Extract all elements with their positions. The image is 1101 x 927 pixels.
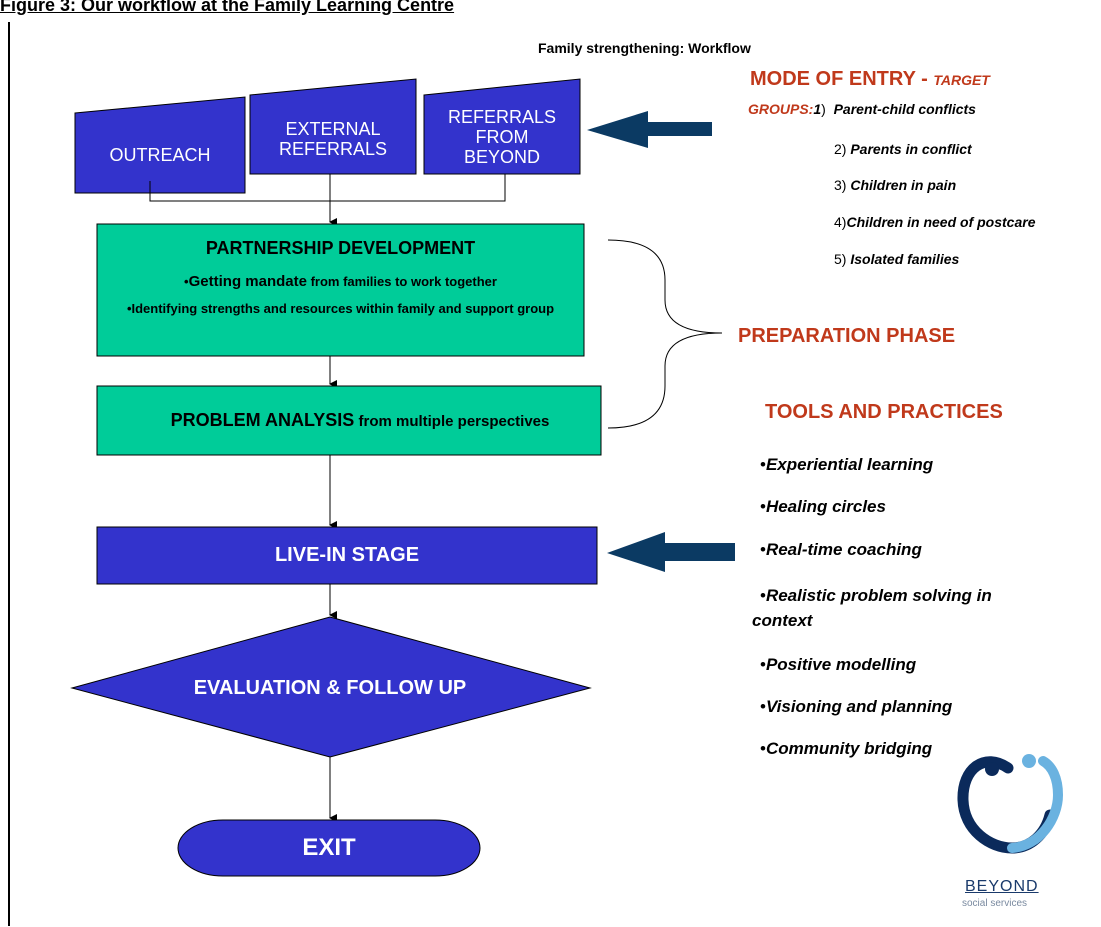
group-4: 4)Children in need of postcare [834,214,1035,230]
exit-label: EXIT [178,820,480,876]
outreach-box [74,96,246,194]
preparation-phase-label: PREPARATION PHASE [738,325,956,347]
group-num: 5) [834,251,851,267]
beyond-line-1: REFERRALS [447,107,557,127]
bullet: • [760,540,766,559]
group-1-text: Parent-child conflicts [833,101,976,117]
bullet: • [760,739,766,758]
groups-label: GROUPS: [748,101,814,117]
problem-box [96,385,602,456]
group-num: 2) [834,141,851,157]
live-in-box [96,526,598,585]
mode-of-entry-title: MODE OF ENTRY - TARGET [750,68,990,91]
tools-title: TOOLS AND PRACTICES [765,401,1003,423]
exit-text: EXIT [302,834,356,861]
group-5: 5) Isolated families [834,251,959,267]
exit-terminator [177,819,481,877]
external-line-2: REFERRALS [278,139,388,159]
evaluation-text: EVALUATION & FOLLOW UP [193,676,467,699]
bullet: • [184,274,189,289]
tool-item: •Real-time coaching [760,538,922,562]
tool-text: context [752,611,813,630]
beyond-line-3: BEYOND [463,147,541,167]
tool-item: •Healing circles [760,495,886,519]
partnership-box [96,223,585,357]
evaluation-label: EVALUATION & FOLLOW UP [100,666,560,710]
partnership-line-1-bold: Getting mandate [188,273,307,290]
problem-title: PROBLEM ANALYSIS [170,410,355,430]
groups-line: GROUPS:1) Parent-child conflicts [748,101,976,117]
bullet: • [760,455,766,474]
group-3: 3) Children in pain [834,177,956,193]
tool-text: Positive modelling [765,655,917,674]
tool-text: Visioning and planning [765,697,953,716]
referrals-from-beyond-label: REFERRALS FROM BEYOND [424,107,580,173]
problem-text: PROBLEM ANALYSIS from multiple perspecti… [171,408,550,434]
outreach-text: OUTREACH [109,145,211,165]
entry-connector [149,174,506,202]
group-num: 4) [834,214,847,230]
tool-item: •Experiential learning [760,453,933,477]
external-line-1: EXTERNAL [285,119,381,139]
preparation-brace [607,239,723,429]
workflow-title: Family strengthening: Workflow [538,40,751,56]
tool-text: Realistic problem solving in [765,586,992,605]
mode-of-entry-arrow [587,111,712,148]
group-text: Parents in conflict [850,141,972,157]
bullet: • [760,655,766,674]
logo-subtitle: social services [962,898,1028,909]
tool-item: •Visioning and planning [760,695,952,719]
group-1-num: 1 [813,101,822,117]
frame-border [8,22,10,926]
referrals-from-beyond-box [423,78,581,175]
outreach-label: OUTREACH [75,135,245,175]
group-num: 3) [834,177,851,193]
partnership-title: PARTNERSHIP DEVELOPMENT [205,238,476,258]
live-in-label: LIVE-IN STAGE [97,527,597,584]
tools-arrow [607,532,735,572]
beyond-line-2: FROM [475,127,529,147]
mode-of-entry-text: MODE OF ENTRY - [750,68,934,90]
group-text: Children in pain [850,177,957,193]
problem-rest: from multiple perspectives [354,413,550,430]
group-2: 2) Parents in conflict [834,141,972,157]
tool-item: •Realistic problem solving in [760,584,992,608]
bullet: • [760,497,766,516]
bullet: • [760,586,766,605]
tool-text: Experiential learning [765,455,934,474]
problem-content: PROBLEM ANALYSIS from multiple perspecti… [150,396,570,446]
tool-item: •Community bridging [760,737,932,761]
tool-text: Healing circles [765,497,886,516]
partnership-line-2: •Identifying strengths and resources wit… [127,300,554,318]
external-referrals-box [249,78,417,175]
group-text: Children in need of postcare [846,214,1036,230]
tool-item-continuation: context [752,609,812,633]
group-1-paren: ) [821,101,826,117]
live-in-text: LIVE-IN STAGE [274,544,420,566]
tool-text: Community bridging [765,739,933,758]
external-referrals-label: EXTERNAL REFERRALS [250,115,416,163]
beyond-logo-icon [957,754,1064,854]
target-text: TARGET [933,72,990,88]
partnership-line-1-rest: from families to work together [306,274,497,289]
tool-item: •Positive modelling [760,653,916,677]
partnership-content: PARTNERSHIP DEVELOPMENT •Getting mandate… [97,238,584,348]
partnership-line-2-text: Identifying strengths and resources with… [131,301,555,316]
bullet: • [126,301,132,316]
tool-text: Real-time coaching [765,540,922,559]
figure-caption: Figure 3: Our workflow at the Family Lea… [0,0,455,15]
bullet: • [760,697,766,716]
group-text: Isolated families [850,251,960,267]
logo-name: BEYOND [965,878,1039,895]
partnership-line-1: •Getting mandate from families to work t… [184,273,497,290]
